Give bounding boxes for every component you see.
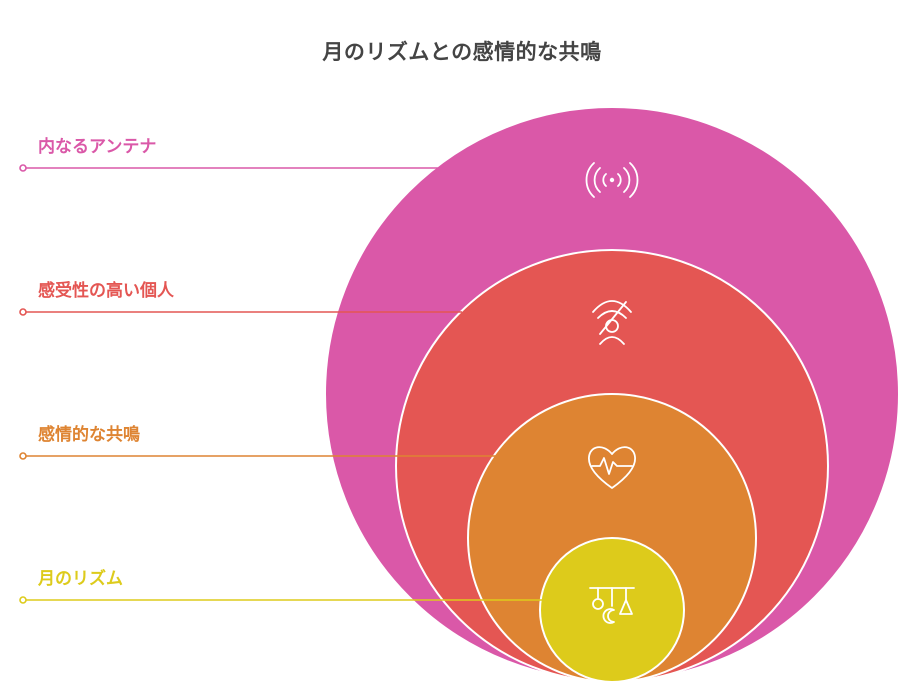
broadcast-icon [585,162,639,198]
layer-label-emotional-resonance: 感情的な共鳴 [38,425,140,445]
sensitive-person-icon [592,300,632,345]
layer-label-sensitive-individual: 感受性の高い個人 [38,281,174,301]
connector-sensitive-individual [19,308,462,316]
moon-phases-icon [589,587,635,624]
connector-emotional-resonance [19,452,496,460]
connector-inner-antenna [19,164,438,172]
heart-pulse-icon [588,446,636,489]
layer-label-inner-antenna: 内なるアンテナ [38,137,157,157]
connector-lunar-rhythm [19,596,545,604]
layer-label-lunar-rhythm: 月のリズム [38,569,123,589]
page-title: 月のリズムとの感情的な共鳴 [322,40,602,64]
